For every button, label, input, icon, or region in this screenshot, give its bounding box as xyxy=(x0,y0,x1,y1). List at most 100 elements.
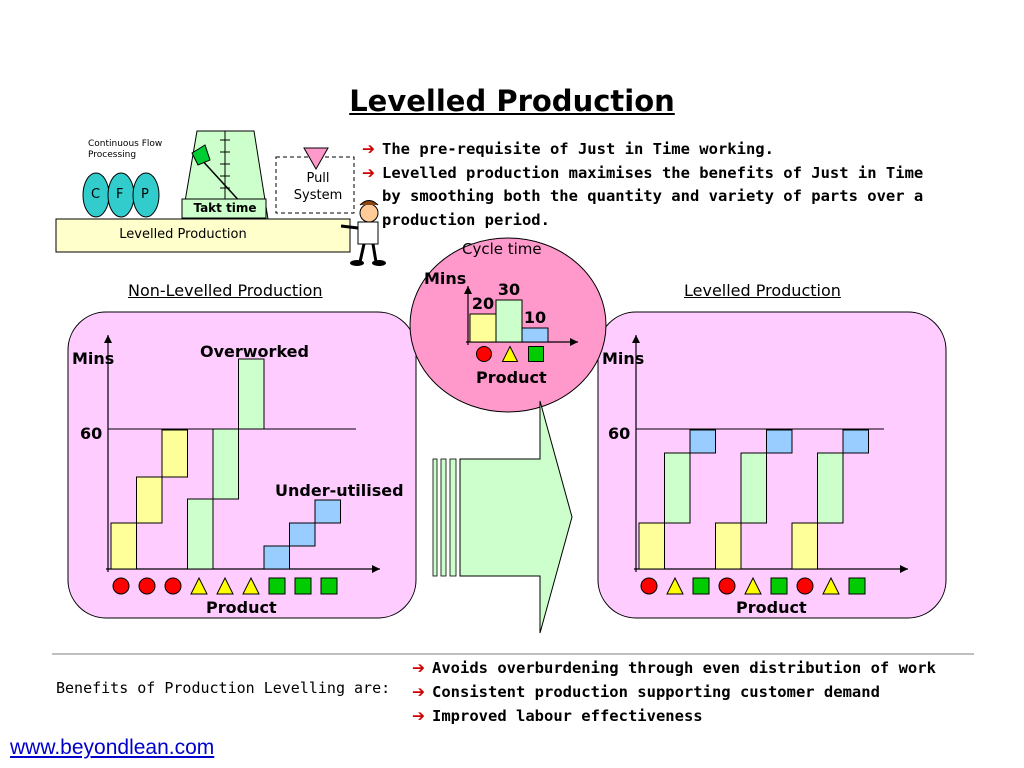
header-diagram xyxy=(55,130,386,266)
right-chart-block xyxy=(740,452,767,524)
cycle-bar-value: 30 xyxy=(498,280,520,299)
right-chart-block xyxy=(689,429,716,454)
takt-time-label-box xyxy=(181,198,267,219)
intro-bullets: ➔The pre-requisite of Just in Time worki… xyxy=(362,138,1002,232)
intro-bullet: ➔The pre-requisite of Just in Time worki… xyxy=(362,138,1002,162)
pull-triangle-icon xyxy=(303,147,329,171)
takt-time-label: Takt time xyxy=(193,201,257,215)
right-arrow-icon: ➔ xyxy=(362,140,375,158)
yellow-triangle-marker xyxy=(190,576,208,595)
left-chart-block xyxy=(289,522,316,547)
cycle-time-ylabel: Mins xyxy=(424,269,467,288)
red-circle-marker xyxy=(138,577,156,595)
right-chart-block xyxy=(664,452,691,524)
cfp-letter-p: P xyxy=(141,187,149,202)
right-chart-block xyxy=(791,522,818,570)
left-chart-y-axis-head xyxy=(104,335,112,343)
right-chart-block xyxy=(715,522,742,570)
left-y-tick-60: 60 xyxy=(80,424,103,443)
footer-link[interactable]: www.beyondlean.com xyxy=(10,736,215,759)
cycle-y-axis-head xyxy=(464,286,472,294)
green-square-marker xyxy=(294,577,312,595)
yellow-triangle-marker xyxy=(822,576,840,595)
yellow-triangle-marker xyxy=(501,345,519,362)
green-square-marker xyxy=(320,577,338,595)
yellow-triangle-marker xyxy=(216,576,234,595)
cfp-p-bubble xyxy=(132,172,160,218)
yellow-triangle-marker xyxy=(666,576,684,595)
right-arrow-icon: ➔ xyxy=(362,163,375,182)
cycle-bar-1 xyxy=(469,313,497,343)
right-chart-block xyxy=(817,452,844,524)
red-circle-marker xyxy=(112,577,130,595)
right-chart-block xyxy=(638,522,665,570)
page-title: Levelled Production xyxy=(349,84,675,118)
benefits-list: ➔Avoids overburdening through even distr… xyxy=(412,656,936,728)
left-ylabel: Mins xyxy=(72,349,115,368)
base-bar-label: Levelled Production xyxy=(119,227,247,242)
transition-arrow-icon xyxy=(432,400,573,634)
left-chart-x-axis-head xyxy=(372,565,380,573)
non-levelled-panel xyxy=(67,311,417,619)
left-chart-block xyxy=(110,522,137,570)
green-square-marker xyxy=(692,577,710,595)
intro-bullet: ➔Levelled production maximises the benef… xyxy=(362,162,1002,186)
overworked-label: Overworked xyxy=(200,342,309,361)
cycle-x-axis-head xyxy=(570,338,578,346)
cfp-caption: Continuous Flow Processing xyxy=(88,139,163,160)
non-levelled-chart xyxy=(104,335,380,595)
cycle-bar-value: 10 xyxy=(524,308,546,327)
levelled-panel xyxy=(597,311,947,619)
benefit-item: ➔Avoids overburdening through even distr… xyxy=(412,656,936,680)
left-chart-block xyxy=(161,429,188,478)
right-arrow-icon: ➔ xyxy=(412,659,425,677)
red-circle-marker xyxy=(476,346,492,362)
benefit-item: ➔Consistent production supporting custom… xyxy=(412,680,936,704)
green-square-marker xyxy=(770,577,788,595)
yellow-triangle-marker xyxy=(242,576,260,595)
benefits-heading: Benefits of Production Levelling are: xyxy=(56,679,391,697)
cfp-letter-c: C xyxy=(91,187,101,202)
green-square-marker xyxy=(848,577,866,595)
right-chart-block xyxy=(766,429,793,454)
right-chart-x-axis-head xyxy=(900,565,908,573)
left-chart-block xyxy=(187,498,214,570)
under-utilised-label: Under-utilised xyxy=(275,481,404,500)
right-xlabel: Product xyxy=(736,598,807,617)
right-chart-block xyxy=(842,429,869,454)
levelled-heading: Levelled Production xyxy=(684,281,841,300)
left-chart-block xyxy=(238,358,265,430)
takt-flag-icon xyxy=(191,144,211,166)
yellow-triangle-marker xyxy=(744,576,762,595)
cfp-letter-f: F xyxy=(116,187,124,202)
intro-bullet-continuation: production period. xyxy=(382,210,550,229)
red-circle-marker xyxy=(164,577,182,595)
cycle-time-xlabel: Product xyxy=(476,368,547,387)
green-square-marker xyxy=(528,346,544,362)
pull-label-line1: Pull xyxy=(306,171,330,186)
right-arrow-icon: ➔ xyxy=(412,707,425,725)
red-circle-marker xyxy=(718,577,736,595)
pull-label-line2: System xyxy=(293,188,343,203)
intro-bullet-continuation: by smoothing both the quantity and varie… xyxy=(382,187,924,205)
green-square-marker xyxy=(268,577,286,595)
person-pointing-icon xyxy=(340,200,386,266)
left-xlabel: Product xyxy=(206,598,277,617)
right-ylabel: Mins xyxy=(602,349,645,368)
left-chart-block xyxy=(263,545,290,570)
right-y-tick-60: 60 xyxy=(608,424,631,443)
right-chart-y-axis-head xyxy=(632,335,640,343)
left-chart-block xyxy=(314,499,341,524)
cycle-time-title: Cycle time xyxy=(462,240,542,258)
levelled-production-base-bar xyxy=(55,218,351,253)
non-levelled-heading: Non-Levelled Production xyxy=(128,281,323,300)
right-arrow-icon: ➔ xyxy=(412,683,425,701)
cycle-bar-3 xyxy=(521,327,549,343)
left-chart-block xyxy=(136,476,163,524)
cycle-bar-2 xyxy=(495,299,523,343)
left-chart-block xyxy=(212,428,239,500)
levelled-chart xyxy=(632,335,908,595)
red-circle-marker xyxy=(796,577,814,595)
